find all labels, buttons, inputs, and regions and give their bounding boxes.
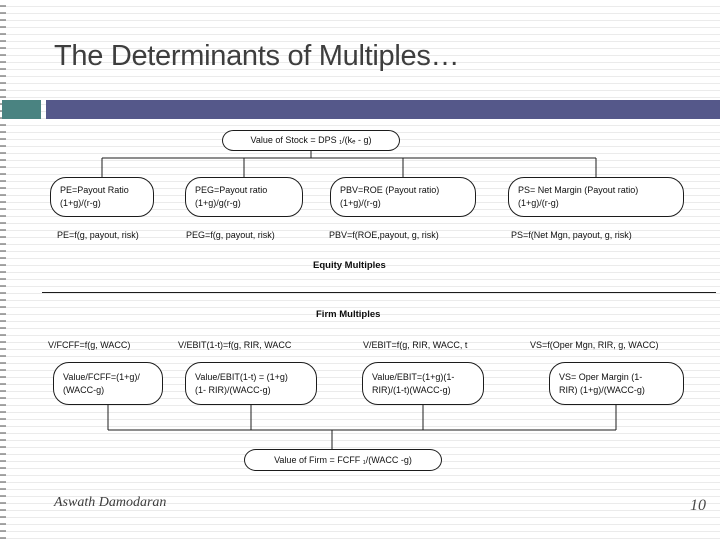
node-value-fcff-line2: (WACC-g)	[63, 384, 105, 395]
node-value-ebit-1t: Value/EBIT(1-t) = (1+g) (1- RIR)/(WACC-g…	[185, 362, 317, 405]
node-ps-ratio: PS= Net Margin (Payout ratio) (1+g)/(r-g…	[508, 177, 684, 217]
node-pbv-ratio: PBV=ROE (Payout ratio) (1+g)/(r-g)	[330, 177, 476, 217]
accent-teal-block	[2, 100, 41, 119]
node-pe-ratio-line2: (1+g)/(r-g)	[60, 198, 101, 208]
node-value-ebit-1t-line2: (1- RIR)/(WACC-g)	[195, 384, 271, 395]
node-peg-ratio-line1: PEG=Payout ratio	[195, 185, 268, 195]
equity-multiples-label: Equity Multiples	[313, 260, 386, 271]
accent-bar	[46, 100, 720, 119]
pbv-function-text: PBV=f(ROE,payout, g, risk)	[329, 230, 439, 240]
firm-multiples-label: Firm Multiples	[316, 309, 381, 320]
node-pbv-ratio-line1: PBV=ROE (Payout ratio)	[340, 185, 440, 195]
node-value-fcff-line1: Value/FCFF=(1+g)/	[63, 371, 140, 382]
ps-function-text: PS=f(Net Mgn, payout, g, risk)	[511, 230, 632, 240]
node-vs-line1: VS= Oper Margin (1-	[559, 371, 643, 382]
node-value-of-stock: Value of Stock = DPS ₁/(kₑ - g)	[222, 130, 400, 151]
node-value-ebit: Value/EBIT=(1+g)(1- RIR)/(1-t)(WACC-g)	[362, 362, 484, 405]
node-value-of-firm: Value of Firm = FCFF ₁/(WACC -g)	[244, 449, 442, 471]
vebit-function-text: V/EBIT=f(g, RIR, WACC, t	[363, 340, 468, 350]
node-pe-ratio-line1: PE=Payout Ratio	[60, 185, 129, 195]
node-vs: VS= Oper Margin (1- RIR) (1+g)/(WACC-g)	[549, 362, 684, 405]
node-pe-ratio: PE=Payout Ratio (1+g)/(r-g)	[50, 177, 154, 217]
node-value-ebit-line1: Value/EBIT=(1+g)(1-	[372, 371, 455, 382]
node-value-of-stock-label: Value of Stock = DPS ₁/(kₑ - g)	[250, 135, 372, 145]
page-number: 10	[690, 497, 706, 514]
peg-function-text: PEG=f(g, payout, risk)	[186, 230, 275, 240]
vfcff-function-text: V/FCFF=f(g, WACC)	[48, 340, 131, 350]
node-peg-ratio: PEG=Payout ratio (1+g)/g(r-g)	[185, 177, 303, 217]
node-value-fcff: Value/FCFF=(1+g)/ (WACC-g)	[53, 362, 163, 405]
vebit1t-function-text: V/EBIT(1-t)=f(g, RIR, WACC	[178, 340, 292, 350]
section-divider-line	[42, 292, 716, 293]
left-edge-ticks	[0, 0, 6, 540]
node-value-ebit-1t-line1: Value/EBIT(1-t) = (1+g)	[195, 371, 288, 382]
page-title: The Determinants of Multiples…	[54, 40, 460, 72]
vs-function-text: VS=f(Oper Mgn, RIR, g, WACC)	[530, 340, 659, 350]
footer-author: Aswath Damodaran	[54, 495, 167, 510]
node-ps-ratio-line1: PS= Net Margin (Payout ratio)	[518, 185, 639, 195]
node-vs-line2: RIR) (1+g)/(WACC-g)	[559, 384, 645, 395]
pe-function-text: PE=f(g, payout, risk)	[57, 230, 139, 240]
node-pbv-ratio-line2: (1+g)/(r-g)	[340, 198, 381, 208]
node-peg-ratio-line2: (1+g)/g(r-g)	[195, 198, 241, 208]
node-value-of-firm-label: Value of Firm = FCFF ₁/(WACC -g)	[274, 454, 412, 465]
node-ps-ratio-line2: (1+g)/(r-g)	[518, 198, 559, 208]
node-value-ebit-line2: RIR)/(1-t)(WACC-g)	[372, 384, 451, 395]
